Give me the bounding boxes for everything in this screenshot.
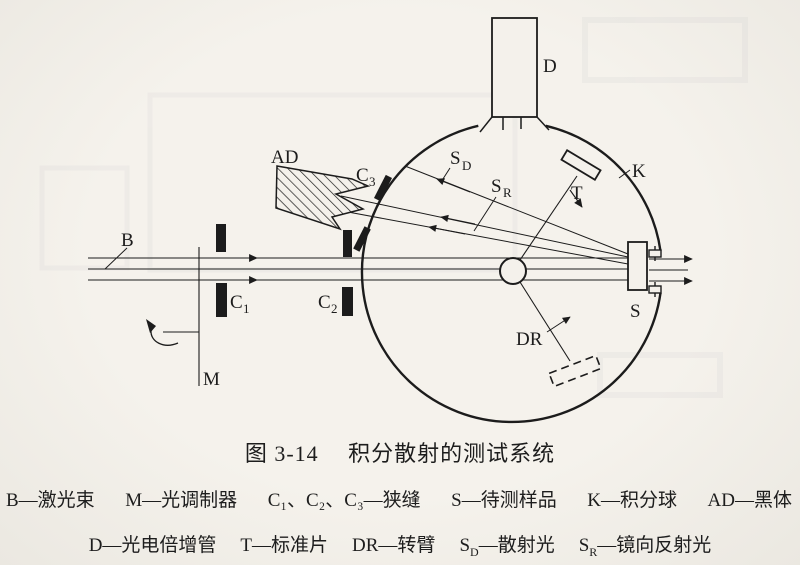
label-specular-light-sub: R (503, 185, 512, 200)
legend-item-sr: SR—镜向反射光 (578, 530, 712, 559)
sample (627, 241, 648, 291)
label-modulator: M (203, 369, 220, 390)
legend-sd-main: S (459, 535, 471, 556)
legend-item-sd: SD—散射光 (459, 530, 555, 559)
legend-item-m: M—光调制器 (125, 490, 238, 511)
label-slit-c1-sub: 1 (243, 301, 250, 316)
integrating-sphere-diagram: B M D K T S AD DR C 1 C 2 C 3 S D S R (39, 17, 748, 424)
label-laser-beam: B (121, 230, 134, 251)
rotation-arrow-arc (150, 329, 179, 346)
rotation-arrow-head (146, 319, 156, 333)
page-showthrough (39, 17, 748, 398)
label-specular-light: S (491, 176, 502, 197)
laser-beam-lines (88, 254, 693, 285)
label-sphere: K (632, 161, 646, 182)
legend-item-t: T—标准片 (240, 535, 329, 556)
label-leader-lines (104, 167, 631, 333)
legend-sr-sub: R (589, 544, 598, 559)
standard-piece (560, 149, 602, 181)
label-rotating-arm: DR (516, 329, 543, 350)
legend-item-s: S—待测样品 (451, 490, 557, 511)
label-scattered-light-sub: D (462, 158, 471, 173)
legend-item-k: K—积分球 (587, 490, 677, 511)
figure-legend-line2: D—光电倍增管 T—标准片 DR—转臂 SD—散射光 SR—镜向反射光 (0, 530, 800, 559)
tube-neck (479, 116, 550, 133)
photomultiplier-tube (479, 17, 550, 133)
label-sample: S (630, 301, 641, 322)
legend-item-ad: AD—黑体 (707, 490, 792, 511)
legend-sd-sub: D (470, 544, 479, 559)
arm-alternate-position (548, 354, 602, 388)
integrating-sphere-wall (360, 124, 662, 424)
rotating-arm (519, 175, 578, 362)
slit-c2 (342, 230, 353, 316)
legend-item-d: D—光电倍增管 (88, 535, 217, 556)
label-slit-c3-sub: 3 (369, 174, 376, 189)
legend-item-b: B—激光束 (6, 490, 95, 511)
t-pointer-arrow (569, 189, 583, 208)
legend-sr-rest: —镜向反射光 (597, 535, 712, 556)
label-slit-c2-sub: 2 (331, 301, 338, 316)
legend-item-dr: DR—转臂 (352, 535, 436, 556)
label-slit-c1: C (230, 292, 243, 313)
label-scattered-light: S (450, 148, 461, 169)
modulator (146, 247, 200, 386)
legend-sd-rest: —散射光 (478, 535, 555, 556)
label-slit-c2: C (318, 292, 331, 313)
figure-legend-line1: B—激光束 M—光调制器 C₁、C₂、C₃—狭缝 S—待测样品 K—积分球 AD… (6, 485, 792, 512)
figure-caption: 图 3-14 积分散射的测试系统 (244, 441, 556, 466)
label-standard-piece: T (571, 183, 583, 204)
legend-item-c123: C₁、C₂、C₃—狭缝 (267, 490, 421, 511)
label-slit-c3: C (356, 165, 369, 186)
sample-holder (627, 241, 662, 297)
arm-pivot (499, 257, 527, 285)
label-detector: D (543, 56, 557, 77)
slit-c3 (353, 174, 393, 252)
label-blackbody: AD (271, 147, 298, 168)
slit-c1 (216, 224, 227, 317)
blackbody (275, 165, 371, 231)
legend-sr-main: S (578, 535, 590, 556)
